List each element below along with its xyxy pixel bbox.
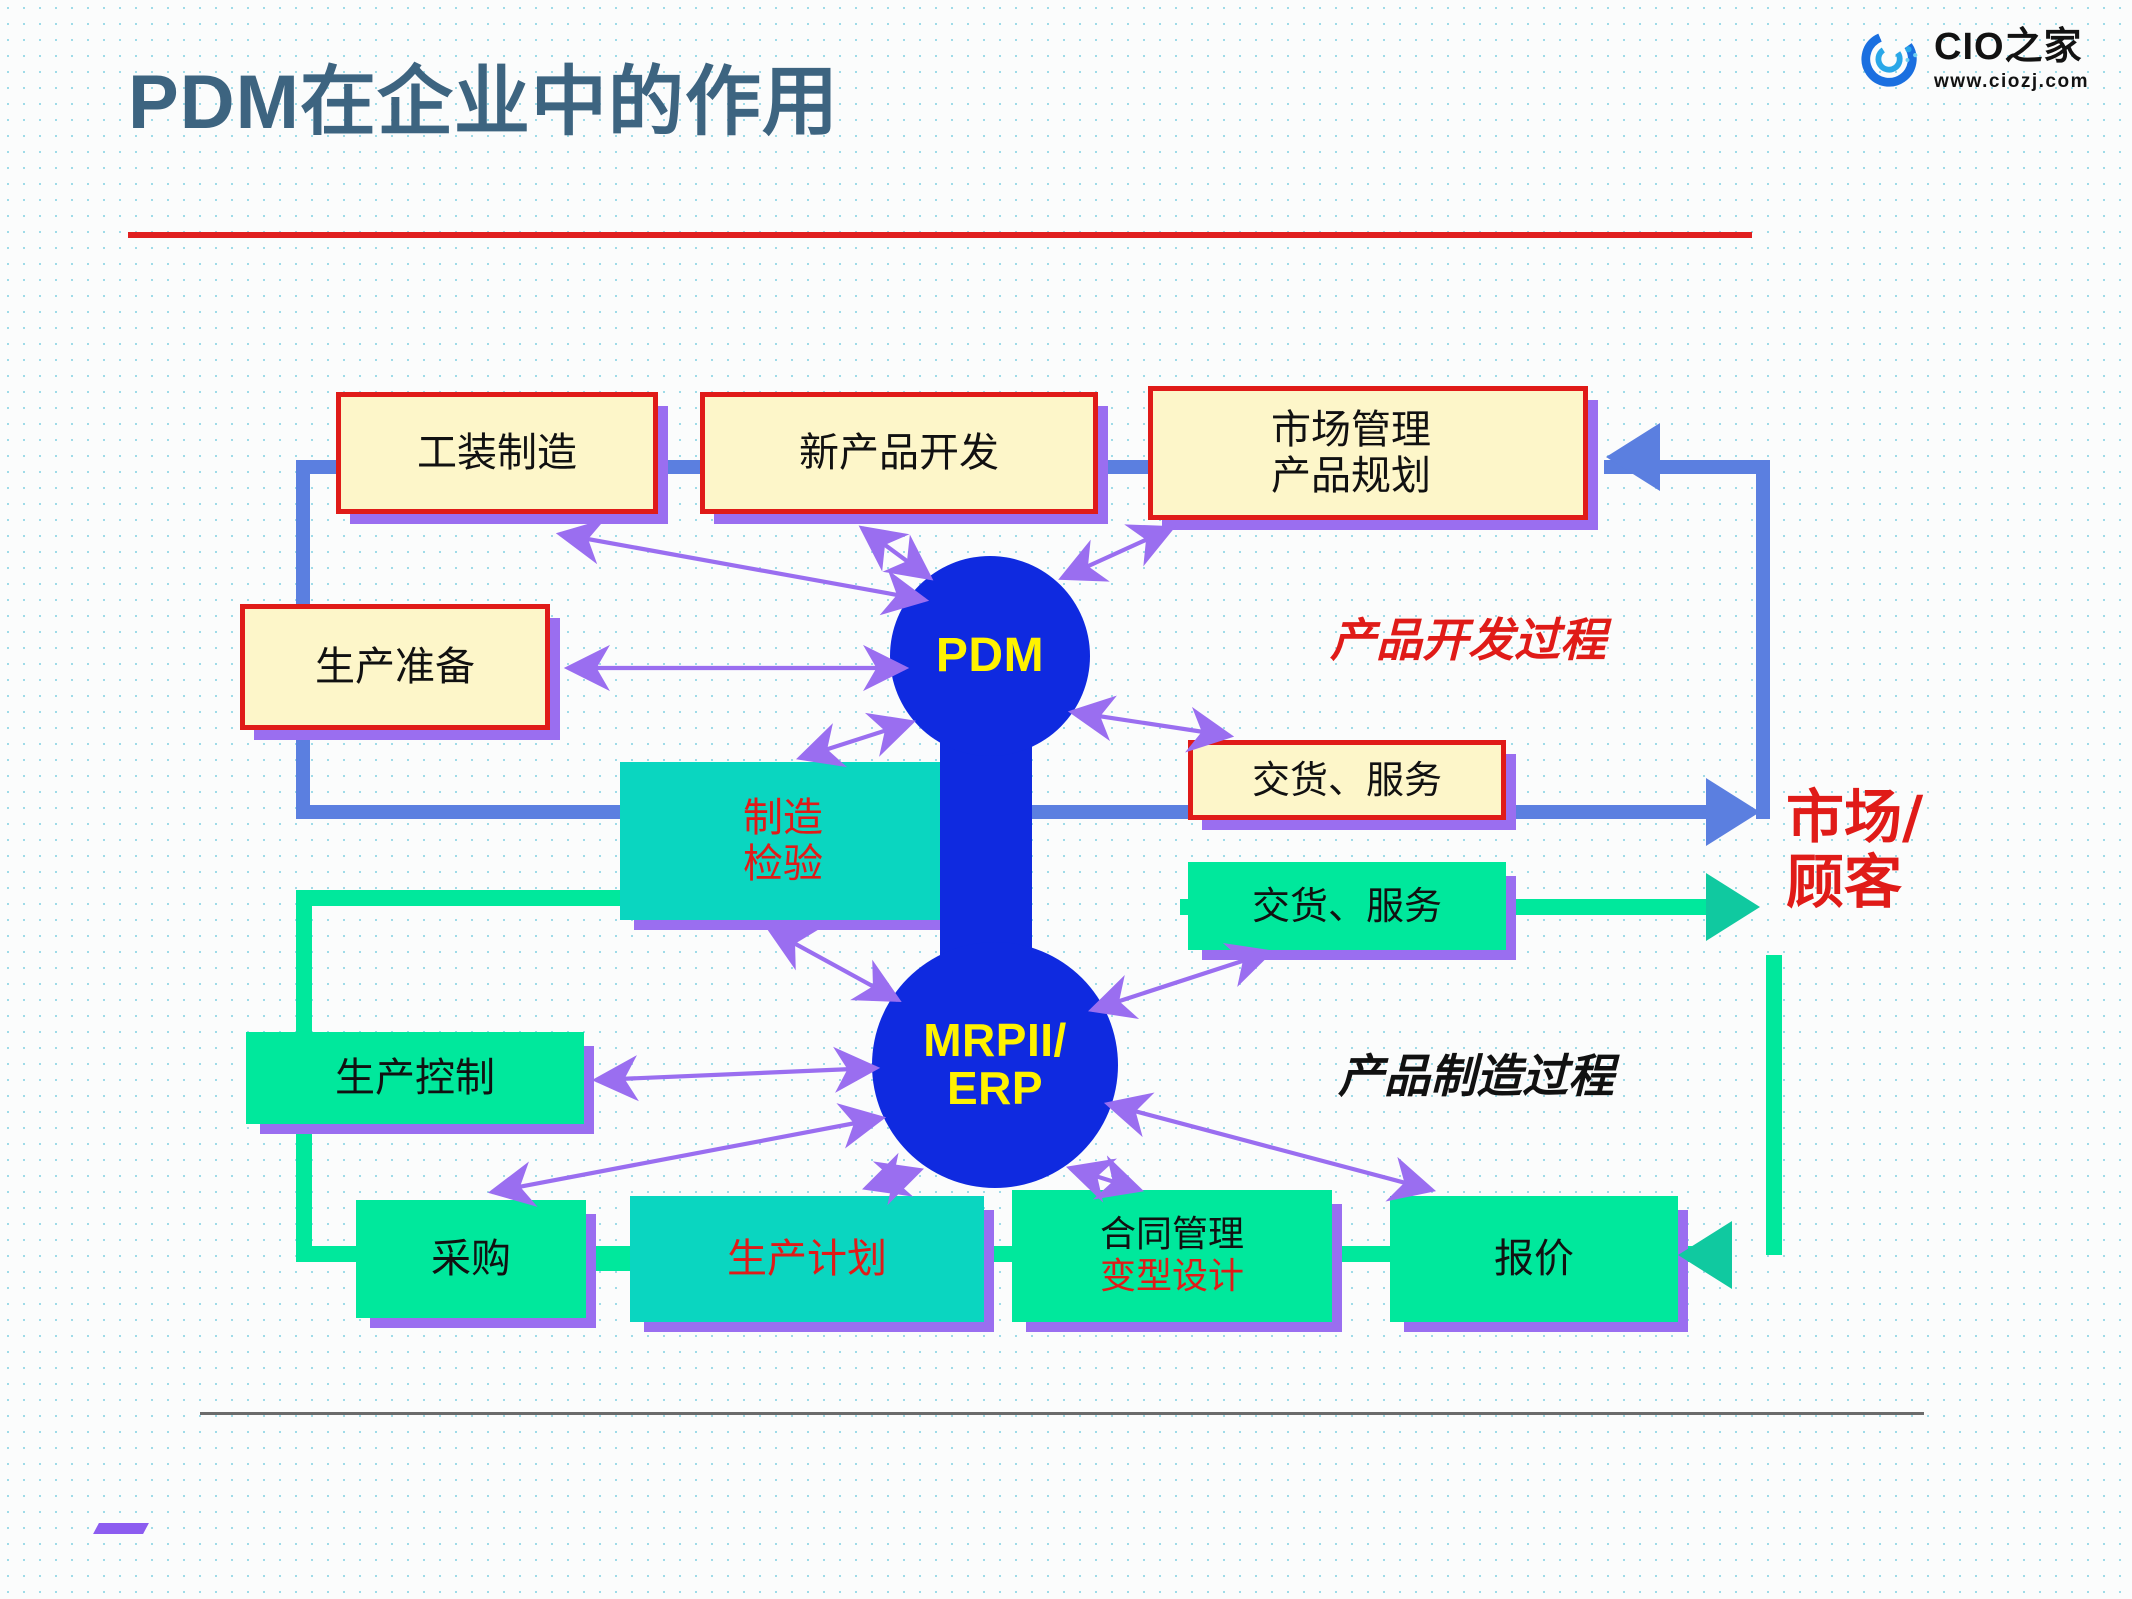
box-contract-management[interactable]: 合同管理 变型设计 (1012, 1190, 1332, 1322)
box-label-line2: 检验 (743, 841, 823, 887)
box-purchasing[interactable]: 采购 (356, 1200, 586, 1318)
footer-divider-rule (200, 1412, 1924, 1415)
annotation-line1: 市场/ (1786, 783, 1924, 851)
box-delivery-service-development[interactable]: 交货、服务 (1188, 740, 1506, 820)
box-label-line1: 合同管理 (1099, 1214, 1244, 1256)
arrowhead-into-quotation (1678, 1221, 1732, 1289)
box-quotation[interactable]: 报价 (1390, 1196, 1678, 1322)
box-label: 交货、服务 (1251, 757, 1442, 802)
box-label-line2: 变型设计 (1099, 1256, 1244, 1297)
flow-blue-newproduct-to-market (1096, 460, 1160, 474)
cio-circle-logo-icon (1861, 31, 1918, 87)
hub-label: PDM (935, 629, 1045, 683)
box-market-management[interactable]: 市场管理 产品规划 (1148, 386, 1588, 520)
box-label: 新产品开发 (799, 429, 999, 476)
logo-url: www.ciozj.com (1934, 70, 2089, 92)
flow-green-top-horizontal (296, 890, 622, 906)
hub-pdm[interactable]: PDM (890, 556, 1090, 756)
arrowhead-to-market-manufacture (1706, 873, 1760, 941)
box-label: 生产计划 (727, 1235, 887, 1282)
flow-green-return-right-vertical (1766, 955, 1782, 1255)
box-production-plan[interactable]: 生产计划 (630, 1196, 984, 1322)
flow-green-purchasing-to-plan (590, 1255, 634, 1271)
box-label: 生产控制 (335, 1054, 495, 1101)
box-label-line2: 产品规划 (1271, 453, 1431, 499)
box-label: 交货、服务 (1251, 883, 1442, 928)
arrowhead-into-market-management (1606, 423, 1660, 491)
box-delivery-service-manufacture[interactable]: 交货、服务 (1188, 862, 1506, 950)
page-title: PDM在企业中的作用 (128, 60, 839, 145)
box-production-preparation[interactable]: 生产准备 (240, 604, 550, 730)
flow-blue-return-right-vertical (1756, 460, 1770, 819)
logo-name: CIO之家 (1934, 25, 2083, 68)
box-manufacture-inspection[interactable]: 制造 检验 (620, 762, 946, 920)
annotation-product-manufacturing-process: 产品制造过程 (1338, 1049, 1614, 1103)
cio-logo: CIO之家 www.ciozj.com (1860, 20, 2110, 98)
box-label: 采购 (431, 1235, 511, 1282)
box-label: 报价 (1494, 1235, 1574, 1282)
flow-blue-tooling-to-newproduct (650, 460, 714, 474)
box-label-line1: 市场管理 (1271, 406, 1431, 453)
footer-accent-mark (93, 1523, 149, 1534)
hub-mrpii-erp[interactable]: MRPII/ ERP (872, 942, 1118, 1188)
box-label: 生产准备 (315, 643, 475, 690)
title-divider-rule (128, 232, 1752, 238)
box-tooling-manufacture[interactable]: 工装制造 (336, 392, 658, 514)
box-new-product-development[interactable]: 新产品开发 (700, 392, 1098, 514)
box-label: 工装制造 (417, 429, 577, 476)
box-production-control[interactable]: 生产控制 (246, 1032, 584, 1124)
hub-label-line2: ERP (946, 1062, 1044, 1114)
box-label-line1: 制造 (743, 794, 823, 841)
hub-label-line1: MRPII/ (923, 1014, 1067, 1067)
annotation-market-customer: 市场/ 顾客 (1786, 785, 1923, 915)
annotation-line2: 顾客 (1786, 847, 1903, 916)
arrowhead-to-market-development (1706, 778, 1760, 846)
annotation-product-development-process: 产品开发过程 (1330, 613, 1606, 667)
